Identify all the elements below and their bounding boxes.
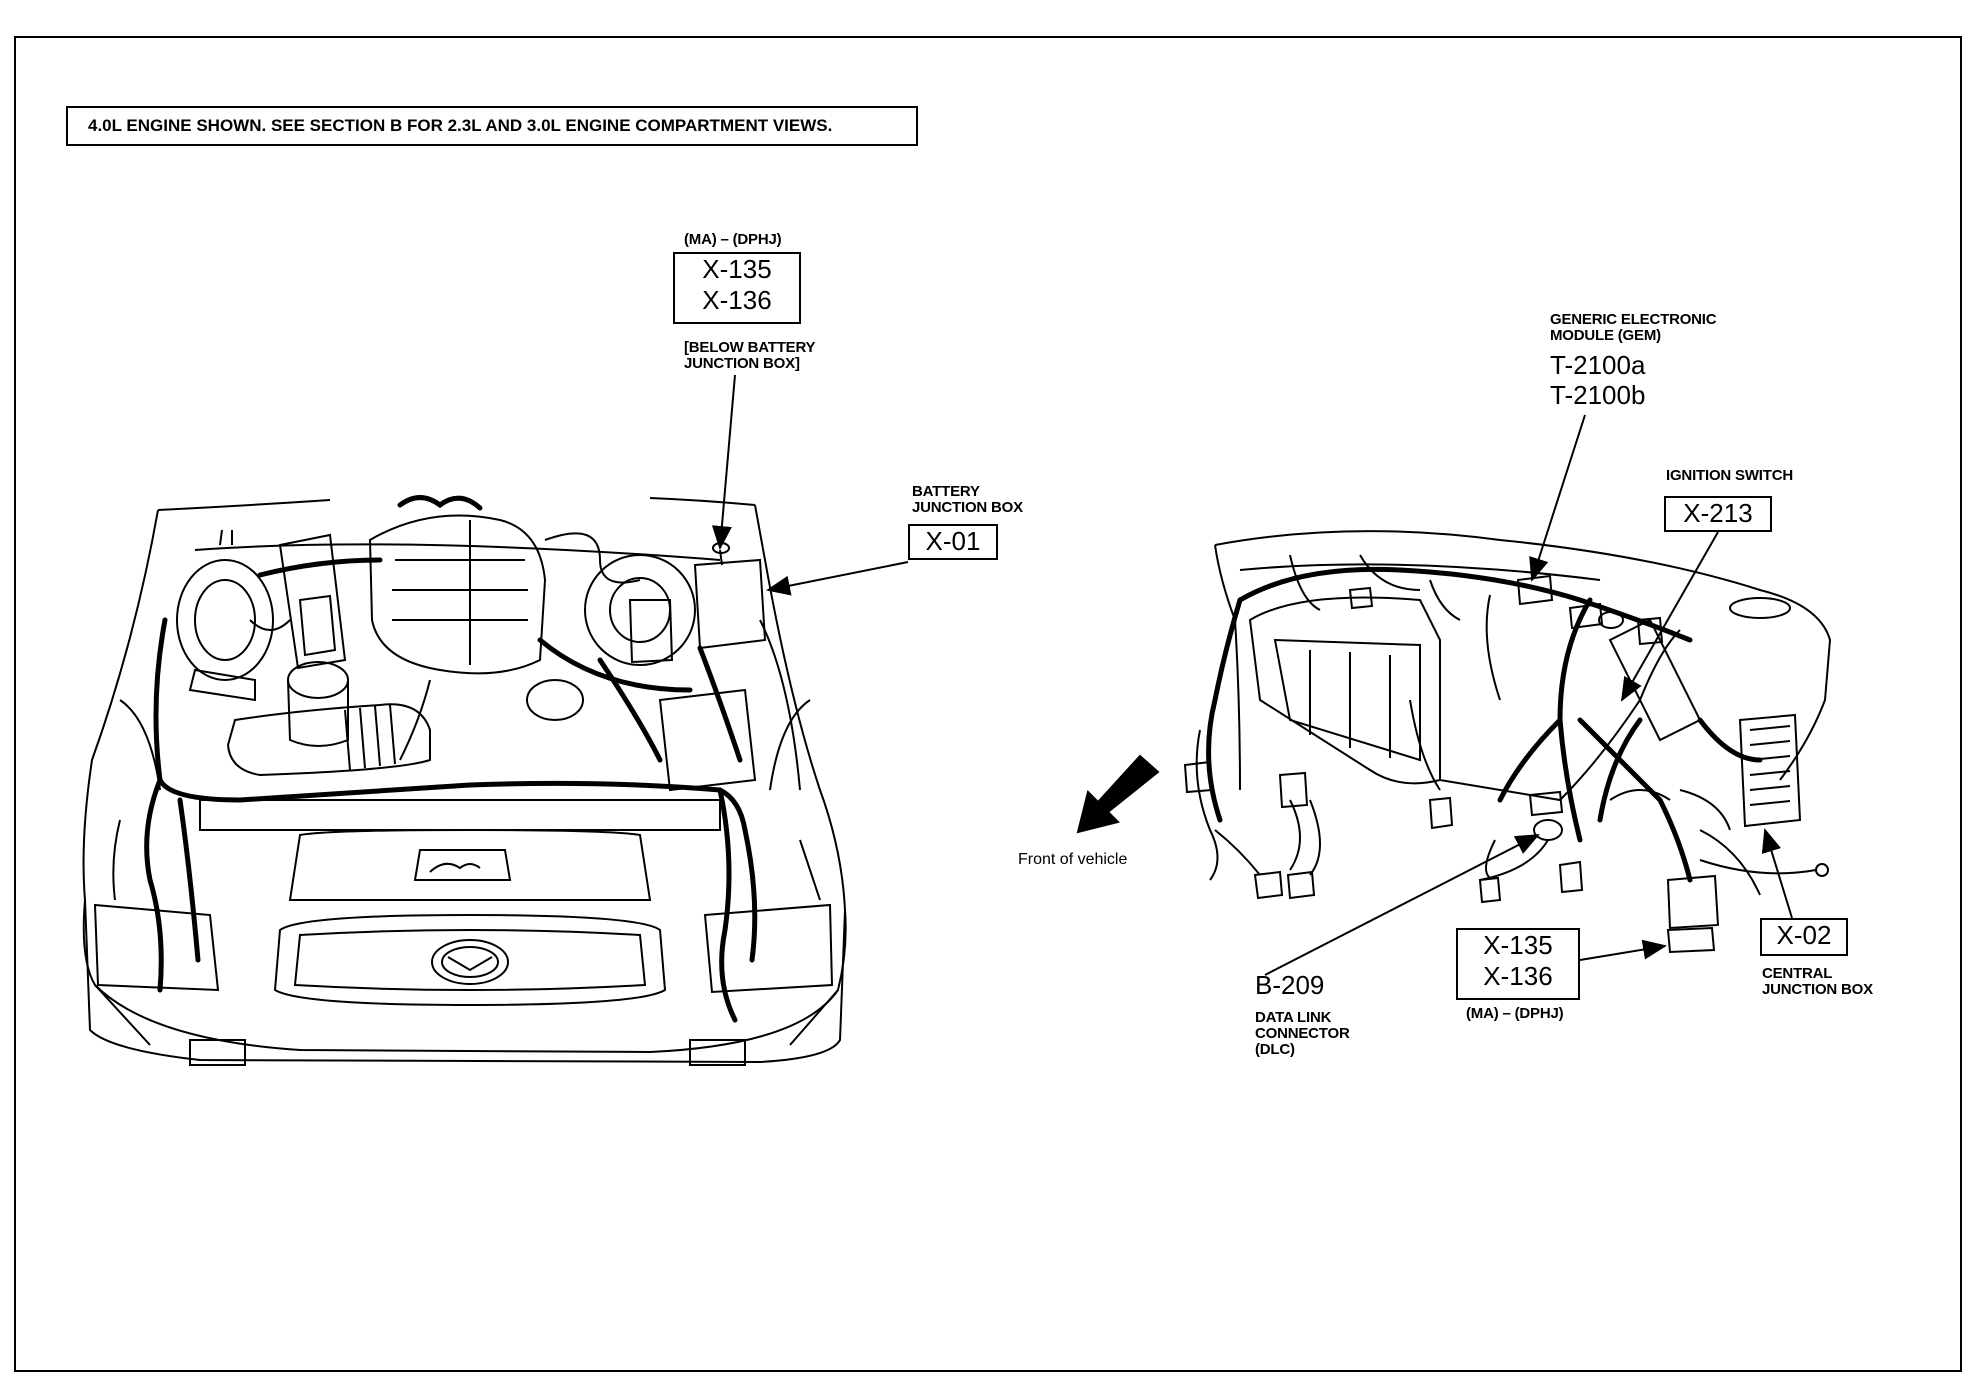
dlc-label-line1: DATA LINK xyxy=(1255,1009,1332,1026)
gem-label-line2: MODULE (GEM) xyxy=(1550,326,1661,344)
dlc-label: DATA LINK CONNECTOR (DLC) xyxy=(1255,1010,1350,1057)
x135-bottom-variant: (MA) – (DPHJ) xyxy=(1466,1005,1564,1022)
x213-box: X-213 xyxy=(1664,496,1772,532)
x135-top-location-line1: [BELOW BATTERY xyxy=(684,339,816,356)
x135-top-variant: (MA) – (DPHJ) xyxy=(684,231,782,248)
instrument-panel-small-wires xyxy=(1195,554,1817,896)
gem-label: GENERIC ELECTRONIC MODULE (GEM) xyxy=(1550,311,1717,344)
front-of-vehicle-arrow xyxy=(1076,754,1160,834)
front-of-vehicle-label: Front of vehicle xyxy=(1018,851,1128,868)
x02-box: X-02 xyxy=(1760,918,1848,956)
dash-leader-lines xyxy=(1264,414,1793,976)
engine-small-wires xyxy=(112,529,821,901)
engine-compartment-drawing xyxy=(82,497,847,1066)
dlc-label-line3: (DLC) xyxy=(1255,1040,1295,1058)
battery-junction-box-label: BATTERY JUNCTION BOX xyxy=(912,484,1023,516)
x136-bottom-code: X-136 xyxy=(1483,961,1553,991)
gem-label-line1: GENERIC ELECTRONIC xyxy=(1550,311,1717,328)
dlc-label-line2: CONNECTOR xyxy=(1255,1024,1350,1042)
engine-note: 4.0L ENGINE SHOWN. SEE SECTION B FOR 2.3… xyxy=(66,106,918,146)
page-frame xyxy=(14,36,1962,1372)
instrument-panel-harness xyxy=(1206,566,1763,883)
x135-top-code: X-135 xyxy=(702,254,772,284)
battery-junction-box-label-line2: JUNCTION BOX xyxy=(912,498,1023,516)
t2100b-code: T-2100b xyxy=(1550,380,1646,410)
engine-leader-lines xyxy=(711,374,909,596)
central-junction-box-label: CENTRAL JUNCTION BOX xyxy=(1762,966,1873,998)
central-junction-box-label-line1: CENTRAL xyxy=(1762,965,1833,982)
instrument-panel-drawing xyxy=(1183,530,1832,954)
gem-codes: T-2100a T-2100b xyxy=(1550,350,1645,410)
x135-bottom-code: X-135 xyxy=(1483,930,1553,960)
central-junction-box-label-line2: JUNCTION BOX xyxy=(1762,980,1873,998)
x01-box: X-01 xyxy=(908,524,998,560)
ignition-switch-label: IGNITION SWITCH xyxy=(1666,467,1793,484)
b209-code: B-209 xyxy=(1255,970,1325,1000)
battery-junction-box-label-line1: BATTERY xyxy=(912,483,980,500)
x136-top-code: X-136 xyxy=(702,285,772,315)
x135-x136-top-box: X-135 X-136 xyxy=(673,252,801,324)
engine-harness-wires xyxy=(144,495,758,1023)
x135-top-location-line2: JUNCTION BOX] xyxy=(684,354,800,372)
x135-x136-bottom-box: X-135 X-136 xyxy=(1456,928,1580,1000)
x135-top-location: [BELOW BATTERY JUNCTION BOX] xyxy=(684,339,816,372)
t2100a-code: T-2100a xyxy=(1550,350,1646,380)
